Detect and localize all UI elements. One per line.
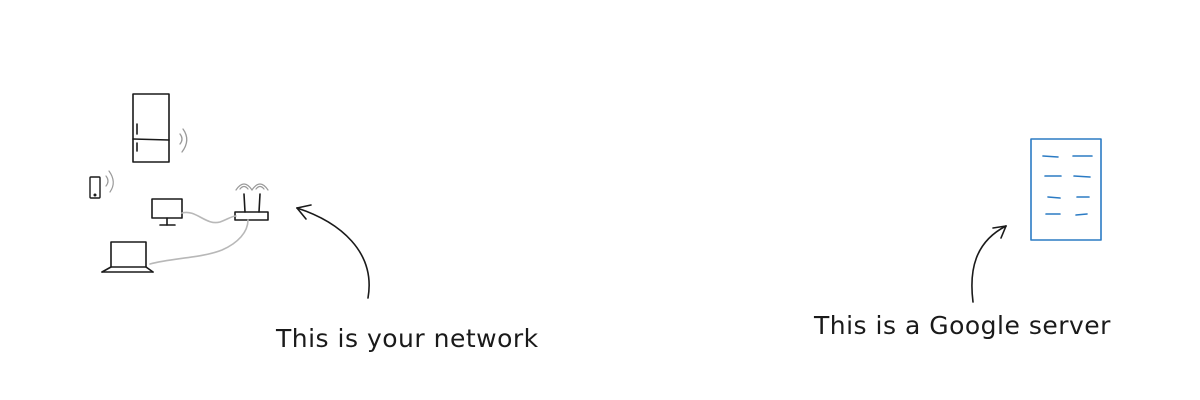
refrigerator-icon (132, 93, 170, 163)
router-icon (234, 193, 269, 221)
network-cables (149, 211, 249, 265)
router-wifi-icon (235, 183, 269, 191)
phone-wifi-icon (105, 170, 114, 193)
monitor-icon (151, 198, 183, 226)
laptop-icon (101, 241, 154, 273)
refrigerator-wifi-icon (179, 128, 188, 153)
network-caption: This is your network (276, 324, 539, 353)
arrow-icon (971, 225, 1007, 303)
phone-icon (89, 176, 101, 199)
server-caption: This is a Google server (814, 311, 1111, 340)
arrow-icon (296, 204, 370, 299)
server-icon (1030, 138, 1102, 241)
